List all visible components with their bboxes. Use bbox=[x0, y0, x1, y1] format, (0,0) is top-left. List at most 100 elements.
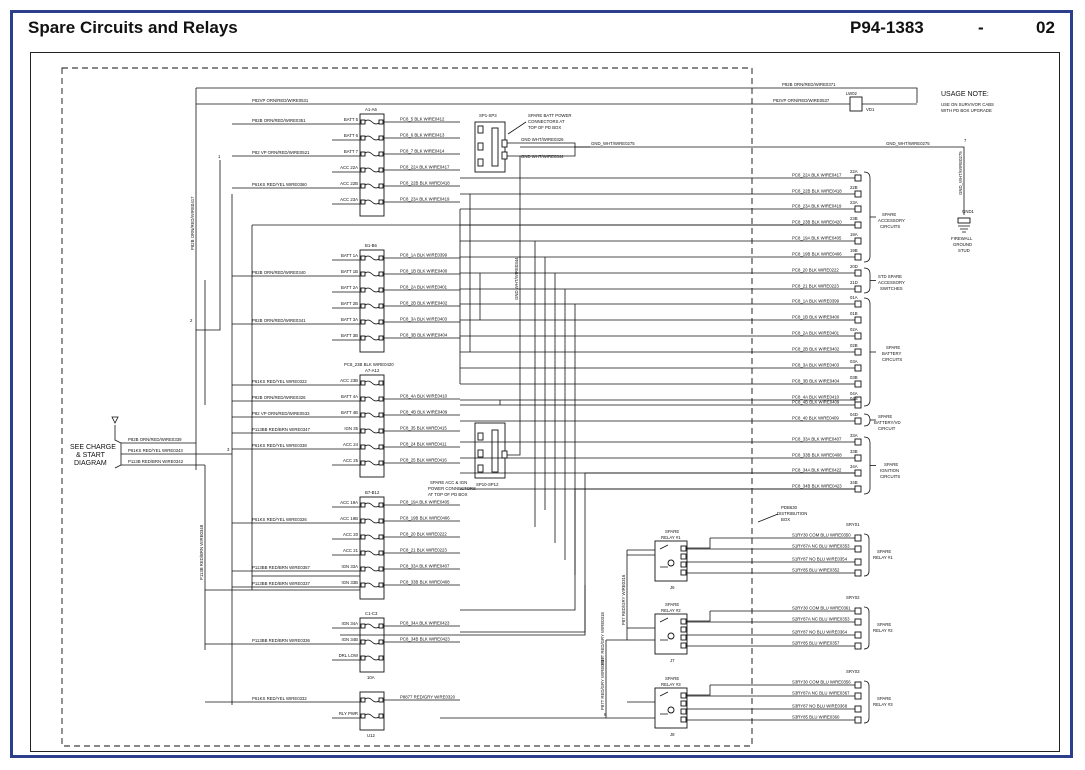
node-3-label: 3 bbox=[227, 447, 230, 452]
circuit-number: 22A bbox=[850, 169, 858, 174]
circuit-label: PC8_4B BLK WIRE0409 bbox=[792, 400, 840, 405]
fuse-terminal bbox=[378, 396, 384, 402]
relay-vert-label-3: P87T RED/GRY WIRE0319 bbox=[600, 657, 605, 710]
fuse-terminal bbox=[378, 199, 384, 205]
fuse-out-label: PC8_20 BLK WIRE0222 bbox=[400, 532, 447, 537]
fuse-terminal bbox=[360, 287, 366, 293]
fuse-icon bbox=[363, 303, 381, 309]
relay-terminal bbox=[854, 705, 862, 713]
fuse-out-label: PC8_19A BLK WIRE0405 bbox=[400, 500, 450, 505]
bracket-std-2: ACCESSORY bbox=[878, 280, 905, 285]
fuse-terminal bbox=[378, 444, 384, 450]
circuit-terminal bbox=[854, 300, 862, 308]
fuse-feed-label: P82B ORN/RED/WIRE0340 bbox=[252, 270, 306, 275]
relay-strip-label: SRY01 bbox=[846, 522, 860, 527]
fuse-terminal bbox=[360, 639, 366, 645]
circuit-number: 34B bbox=[850, 480, 858, 485]
relay-side-1: SPARE bbox=[877, 696, 891, 701]
bracket-ign-3: CIRCUITS bbox=[880, 474, 900, 479]
relay-terminal bbox=[854, 631, 862, 639]
bracket-acc-1: SPARE bbox=[882, 212, 896, 217]
bracket-btv-3: CIRCUIT bbox=[878, 426, 896, 431]
circuit-bracket bbox=[863, 436, 871, 495]
bracket-std-1: STD SPARE bbox=[878, 274, 902, 279]
fuse-feed-label: P113BB RED/BRN WIRE0336 bbox=[252, 638, 311, 643]
relay-side-1: SPARE bbox=[877, 622, 891, 627]
fuse-feed-label: P113BB RED/BRN WIRE0337 bbox=[252, 581, 311, 586]
circuit-terminal bbox=[854, 401, 862, 409]
relay-terminal bbox=[854, 534, 862, 542]
fuse-terminal bbox=[378, 518, 384, 524]
see-charge-3: DIAGRAM bbox=[74, 460, 107, 467]
connector-icon bbox=[111, 416, 119, 424]
circuit-label: PC8_23A BLK WIRE0419 bbox=[792, 204, 842, 209]
bracket-btv-2: BATTERY/VD bbox=[874, 420, 901, 425]
relay-pin bbox=[680, 569, 687, 576]
fuse-out-label: PC8_33A BLK WIRE0407 bbox=[400, 564, 450, 569]
fuse-out-label: PC8_21 BLK WIRE0223 bbox=[400, 548, 447, 553]
fuse-terminal bbox=[360, 135, 366, 141]
fuse-terminal bbox=[378, 303, 384, 309]
fuse-terminal bbox=[360, 319, 366, 325]
fuse-terminal bbox=[378, 119, 384, 125]
relay-pin bbox=[680, 716, 687, 723]
bracket-bat-1: SPARE bbox=[886, 345, 900, 350]
fuse-icon bbox=[363, 135, 381, 141]
fuse-icon bbox=[363, 167, 381, 173]
circuit-label: PC8_22B BLK WIRE0418 bbox=[792, 189, 842, 194]
fuse-terminal bbox=[360, 566, 366, 572]
relay-bracket bbox=[863, 533, 870, 577]
fuse-icon bbox=[363, 151, 381, 157]
sp2-note-1: SPARE ACC & IGN bbox=[430, 480, 467, 485]
fuse-terminal bbox=[378, 412, 384, 418]
relay-side-2: RELAY #3 bbox=[873, 702, 893, 707]
relay-title-1: SPARE bbox=[665, 602, 679, 607]
relay-wire-label: S3RY30 COM BLU WIRE0356 bbox=[792, 680, 851, 685]
fuse-pin-label: ACC 25 bbox=[343, 458, 359, 463]
fuse-terminal bbox=[378, 255, 384, 261]
fuse-icon bbox=[363, 428, 381, 434]
sp1-sp3-label: SP1-SP3 bbox=[479, 113, 497, 118]
fuse-terminal bbox=[360, 697, 366, 703]
relay-coil-icon bbox=[667, 632, 675, 640]
relay-terminal bbox=[854, 681, 862, 689]
circuit-terminal bbox=[854, 438, 862, 446]
fuse-icon bbox=[363, 183, 381, 189]
fuse-group-title: A1-A6 bbox=[365, 107, 378, 112]
fuse-icon bbox=[363, 444, 381, 450]
relay-wire-label: S2RY30 COM BLU WIRE0361 bbox=[792, 606, 851, 611]
relay-wire-label: S3RY87 NO BLU WIRE0368 bbox=[792, 704, 848, 709]
relay-pin bbox=[680, 708, 687, 715]
circuit-number: 04A bbox=[850, 391, 858, 396]
circuit-terminal bbox=[854, 364, 862, 372]
sp-gnd-pin-a bbox=[501, 139, 508, 148]
bracket-std-3: SWITCHES bbox=[880, 286, 903, 291]
circuit-number: 22B bbox=[850, 185, 858, 190]
fuse-pin-label: ACC 19A bbox=[340, 500, 358, 505]
circuit-terminal bbox=[854, 316, 862, 324]
fuse-out-label: PC8_25 BLK WIRE0416 bbox=[400, 458, 447, 463]
sp-note-arrow bbox=[507, 121, 527, 135]
fuse-terminal bbox=[360, 183, 366, 189]
pd-box-boundary bbox=[61, 67, 753, 747]
circuit-label: PC8_33B BLK WIRE0408 bbox=[792, 453, 842, 458]
circuit-terminal bbox=[854, 417, 862, 425]
fuse-out-label: PC8_22B BLK WIRE0418 bbox=[400, 181, 450, 186]
vd1-label: VD1 bbox=[866, 107, 875, 112]
bracket-ign-1: SPARE bbox=[884, 462, 898, 467]
relay-title-2: RELAY #3 bbox=[661, 682, 681, 687]
circuit-terminal bbox=[854, 221, 862, 229]
sp11-pin bbox=[477, 449, 484, 458]
circuit-terminal bbox=[854, 174, 862, 182]
fuse-icon bbox=[363, 566, 381, 572]
fuse-pin-label: BATT 2B bbox=[341, 301, 358, 306]
